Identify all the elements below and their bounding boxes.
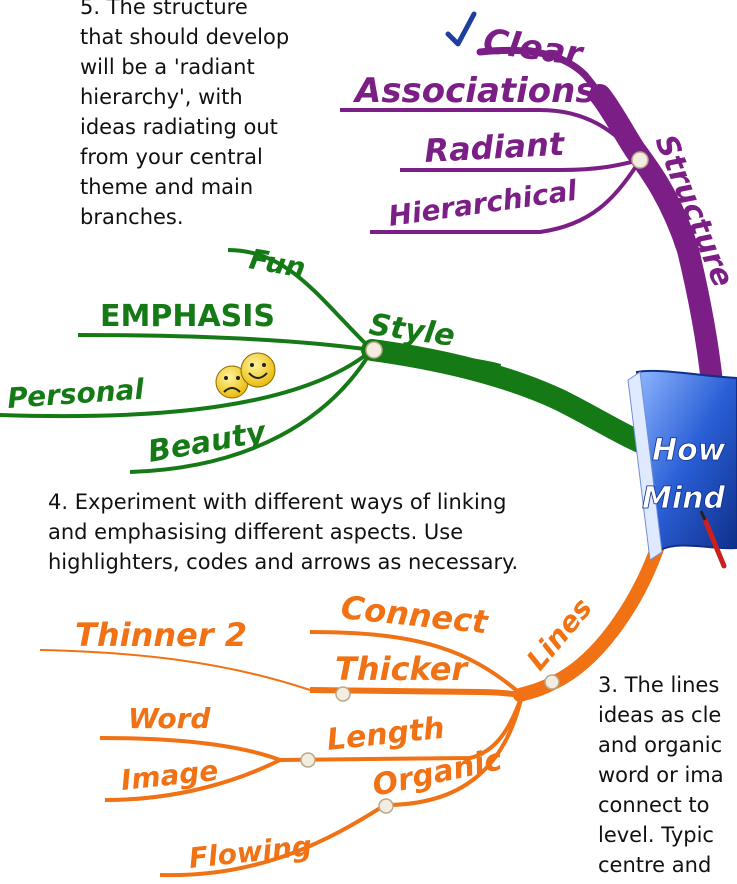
style-sub-personal-line bbox=[0, 348, 374, 419]
center-title-line2: Mind bbox=[642, 481, 725, 516]
lines-branch bbox=[39, 533, 667, 878]
structure-sub-radiant: Radiant bbox=[423, 125, 566, 170]
style-sub-fun: Fun bbox=[247, 242, 308, 284]
lines-sub-word: Word bbox=[128, 702, 211, 735]
note-line: level. Typic bbox=[598, 823, 714, 847]
note-line: 4. Experiment with different ways of lin… bbox=[48, 490, 507, 514]
lines-sub-thinner-line bbox=[39, 649, 311, 691]
structure-sub-hierarchical: Hierarchical bbox=[386, 174, 579, 233]
note-line: ideas as cle bbox=[598, 703, 722, 727]
style-main-line bbox=[361, 339, 671, 461]
structure-sub-associations-line bbox=[340, 108, 642, 162]
smiley-face-icon bbox=[240, 352, 276, 388]
central-image: How Mind bbox=[627, 369, 737, 569]
note-line: and emphasising different aspects. Use bbox=[48, 520, 464, 544]
lines-sub-length: Length bbox=[325, 711, 446, 758]
note-line: 3. The lines bbox=[598, 673, 720, 697]
center-title-line1: How bbox=[652, 433, 726, 468]
lines-sub-image: Image bbox=[119, 754, 219, 797]
note-line: highlighters, codes and arrows as necess… bbox=[48, 550, 519, 574]
style-sub-beauty-line bbox=[129, 348, 374, 474]
checkmark-icon bbox=[445, 11, 477, 47]
lines-sub-thicker-line bbox=[309, 687, 523, 698]
lines-sub-organic-line bbox=[384, 694, 524, 807]
note-line: will be a 'radiant bbox=[80, 55, 255, 79]
note-line: theme and main bbox=[80, 175, 254, 199]
lines-sub-image-line bbox=[104, 758, 281, 802]
note-line: branches. bbox=[80, 205, 184, 229]
note-line: word or ima bbox=[598, 763, 724, 787]
lines-main-line bbox=[513, 533, 667, 702]
structure-sub-hierarchical-line bbox=[370, 158, 642, 234]
style-branch bbox=[0, 248, 671, 474]
structure-branch bbox=[340, 46, 726, 431]
note-line: that should develop bbox=[80, 25, 290, 49]
note-line: centre and bbox=[598, 853, 712, 877]
style-sub-fun-line bbox=[227, 248, 374, 352]
note-line: ideas radiating out bbox=[80, 115, 278, 139]
style-note: 4. Experiment with different ways of lin… bbox=[48, 487, 518, 577]
lines-sub-thinner: Thinner 2 bbox=[75, 616, 247, 654]
structure-sub-clear: Clear bbox=[481, 21, 587, 75]
lines-sub-flowing-line bbox=[159, 803, 387, 878]
lines-sub-thicker: Thicker bbox=[335, 650, 469, 688]
note-line: connect to bbox=[598, 793, 710, 817]
note-line: 5. The structure bbox=[80, 0, 248, 19]
style-sub-personal: Personal bbox=[6, 372, 145, 414]
lines-sub-connect-line bbox=[309, 630, 524, 697]
note-line: hierarchy', with bbox=[80, 85, 243, 109]
style-sub-emphasis-line bbox=[77, 333, 373, 352]
lines-sub-word-line bbox=[99, 736, 281, 762]
note-line: and organic bbox=[598, 733, 723, 757]
structure-sub-associations: Associations bbox=[352, 71, 596, 111]
pencil-icon bbox=[699, 510, 727, 569]
lines-sub-flowing: Flowing bbox=[187, 829, 313, 875]
style-sub-emphasis: EMPHASIS bbox=[100, 299, 275, 334]
structure-note: 5. The structure that should develop wil… bbox=[80, 0, 289, 232]
lines-note: 3. The lines ideas as cle and organic wo… bbox=[598, 670, 724, 880]
note-line: from your central bbox=[80, 145, 263, 169]
